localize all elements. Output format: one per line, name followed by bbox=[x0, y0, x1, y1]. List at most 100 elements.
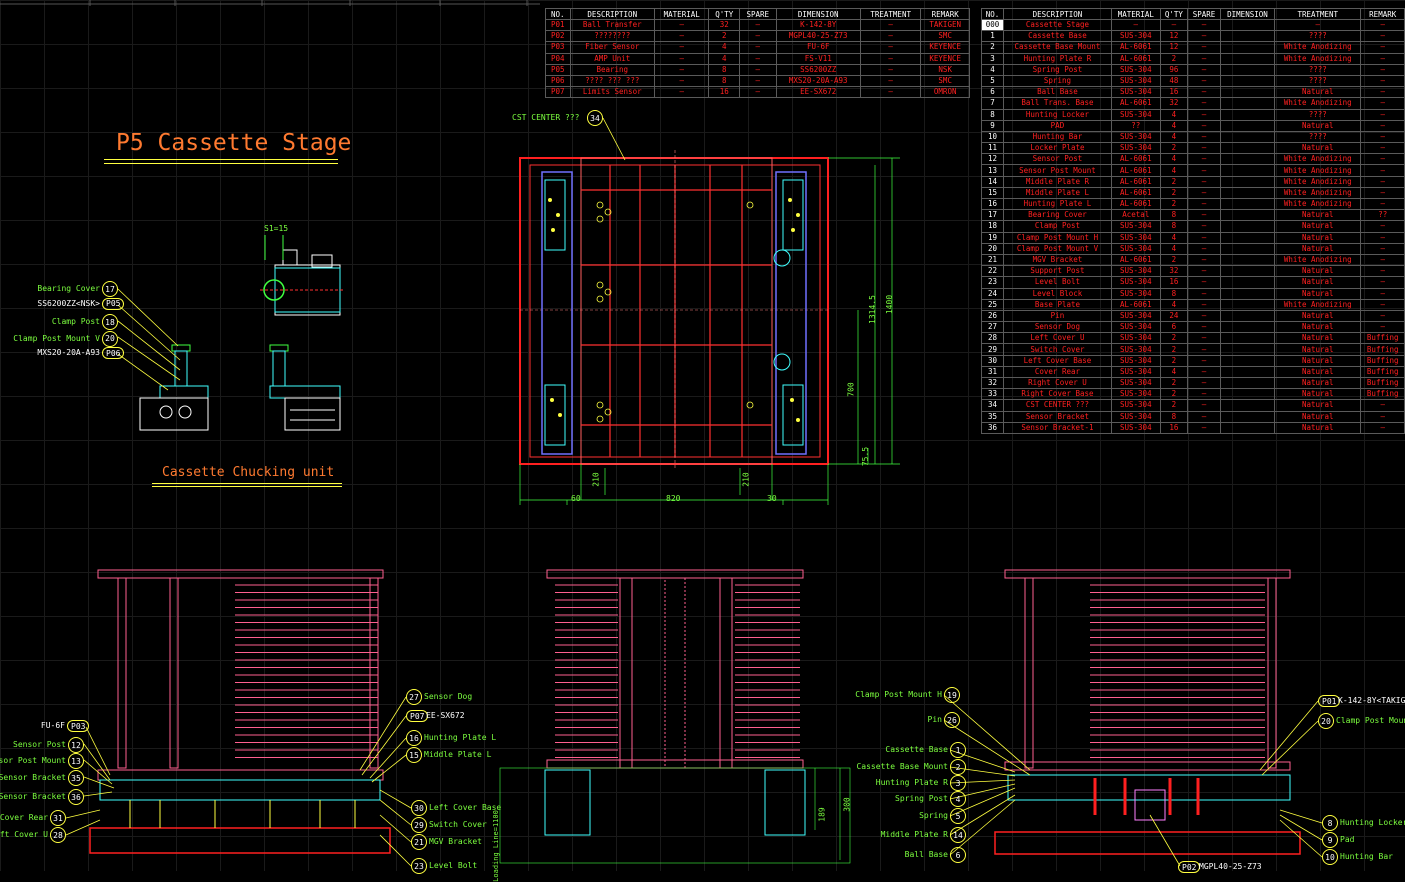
callout-bubble-12[interactable]: 12 bbox=[68, 737, 84, 753]
bom-table-cell: ???? bbox=[1274, 130, 1362, 144]
dim-loading-line: Loading Line=1100 bbox=[491, 810, 500, 882]
dim-300: 300 bbox=[842, 797, 852, 812]
bom-table-cell: 2 bbox=[980, 41, 1005, 54]
callout-bubble-13[interactable]: 13 bbox=[68, 753, 84, 769]
bom-table-cell: 11 bbox=[980, 142, 1005, 155]
callout-bubble-p03[interactable]: P03 bbox=[67, 720, 90, 732]
callout-label: Sensor Post bbox=[13, 740, 66, 749]
callout-bubble-p05[interactable]: P05 bbox=[102, 297, 125, 310]
callout-label: Hunting Bar bbox=[1340, 852, 1393, 861]
bom-table-cell: White Anodizing bbox=[1274, 175, 1362, 188]
callout-bubble-21[interactable]: 21 bbox=[411, 834, 427, 850]
callout-bubble-p07[interactable]: P07 bbox=[406, 710, 429, 722]
callout-bubble-5[interactable]: 5 bbox=[950, 808, 966, 824]
bom-table-cell: 2 bbox=[1159, 186, 1189, 200]
callout-label: Hunting Plate L bbox=[424, 733, 497, 742]
bom-table-cell: 4 bbox=[1159, 164, 1189, 177]
bom-table-cell: 18 bbox=[980, 220, 1005, 233]
callout-bubble-p01[interactable]: P01 bbox=[1318, 695, 1341, 707]
dim-60: 60 bbox=[571, 494, 581, 503]
callout-bubble-26[interactable]: 26 bbox=[944, 712, 960, 728]
bom-table-cell: – bbox=[1360, 41, 1405, 54]
callout-p02[interactable]: P02 bbox=[1178, 861, 1201, 873]
callout-bubble-16[interactable]: 16 bbox=[406, 730, 422, 746]
callout-bubble-4[interactable]: 4 bbox=[950, 791, 966, 807]
callout-label: Sensor Post Mount bbox=[0, 756, 66, 765]
bom-table-cell: 17 bbox=[980, 209, 1005, 222]
callout-bubble-35[interactable]: 35 bbox=[68, 770, 84, 786]
bom-table-cell: White Anodizing bbox=[1274, 197, 1362, 211]
callout-bubble-14[interactable]: 14 bbox=[950, 827, 966, 843]
callout-bubble-3[interactable]: 3 bbox=[950, 775, 966, 791]
parts-table-row[interactable]: P06???? ??? ???–8–MXS20-20A-A93–SMC bbox=[545, 74, 970, 88]
callout-bubble-9[interactable]: 9 bbox=[1322, 832, 1338, 848]
callout-bubble-8[interactable]: 8 bbox=[1322, 815, 1338, 831]
callout-bubble-10[interactable]: 10 bbox=[1322, 849, 1338, 865]
callout-bubble-36[interactable]: 36 bbox=[68, 789, 84, 805]
callout-bubble-17[interactable]: 17 bbox=[102, 281, 118, 297]
callout-bubble-28[interactable]: 28 bbox=[50, 827, 66, 843]
callout-bubble-19[interactable]: 19 bbox=[944, 687, 960, 703]
callout-bubble-2[interactable]: 2 bbox=[950, 759, 966, 775]
callout-bubble-23[interactable]: 23 bbox=[411, 858, 427, 874]
bom-table-cell: – bbox=[1360, 153, 1405, 166]
bom-table-cell: 4 bbox=[1159, 231, 1189, 244]
callout-bubble-p06[interactable]: P06 bbox=[102, 347, 125, 359]
bom-table-cell: 13 bbox=[980, 164, 1005, 177]
bom-table-cell: Natural bbox=[1274, 421, 1362, 434]
cst-center-bubble[interactable]: 34 bbox=[587, 110, 603, 126]
callout-bubble-1[interactable]: 1 bbox=[950, 742, 966, 758]
callout-bubble-29[interactable]: 29 bbox=[411, 817, 427, 833]
callout-bubble-20[interactable]: 20 bbox=[102, 330, 118, 347]
bom-table-cell: Natural bbox=[1274, 242, 1362, 255]
title-underline bbox=[104, 159, 338, 160]
bom-table-cell: – bbox=[1360, 130, 1405, 144]
callout-bubble-31[interactable]: 31 bbox=[50, 810, 66, 826]
parts-table-row[interactable]: P02????????–2–MGPL40-25-Z73–SMC bbox=[545, 30, 970, 43]
bom-table-cell: ?? bbox=[1360, 209, 1405, 222]
callout-bubble-18[interactable]: 18 bbox=[102, 314, 118, 330]
bom-table-cell: 3 bbox=[980, 52, 1005, 65]
bom-table-cell: – bbox=[1187, 119, 1221, 132]
parts-table-cell: – bbox=[653, 86, 710, 99]
callout-bubble-6[interactable]: 6 bbox=[950, 847, 966, 863]
callout-bubble-20[interactable]: 20 bbox=[1318, 713, 1334, 729]
bom-table-cell: Locker Plate bbox=[1003, 142, 1112, 155]
callout-bubble-15[interactable]: 15 bbox=[406, 747, 422, 763]
callout-bubble-27[interactable]: 27 bbox=[406, 689, 422, 705]
callout-bubble-30[interactable]: 30 bbox=[411, 800, 427, 816]
subtitle-underline-2 bbox=[152, 486, 342, 487]
bom-table-cell: – bbox=[1187, 197, 1221, 211]
callout-label: Pin bbox=[927, 715, 942, 724]
cst-center-label: CST CENTER ??? bbox=[512, 113, 580, 122]
